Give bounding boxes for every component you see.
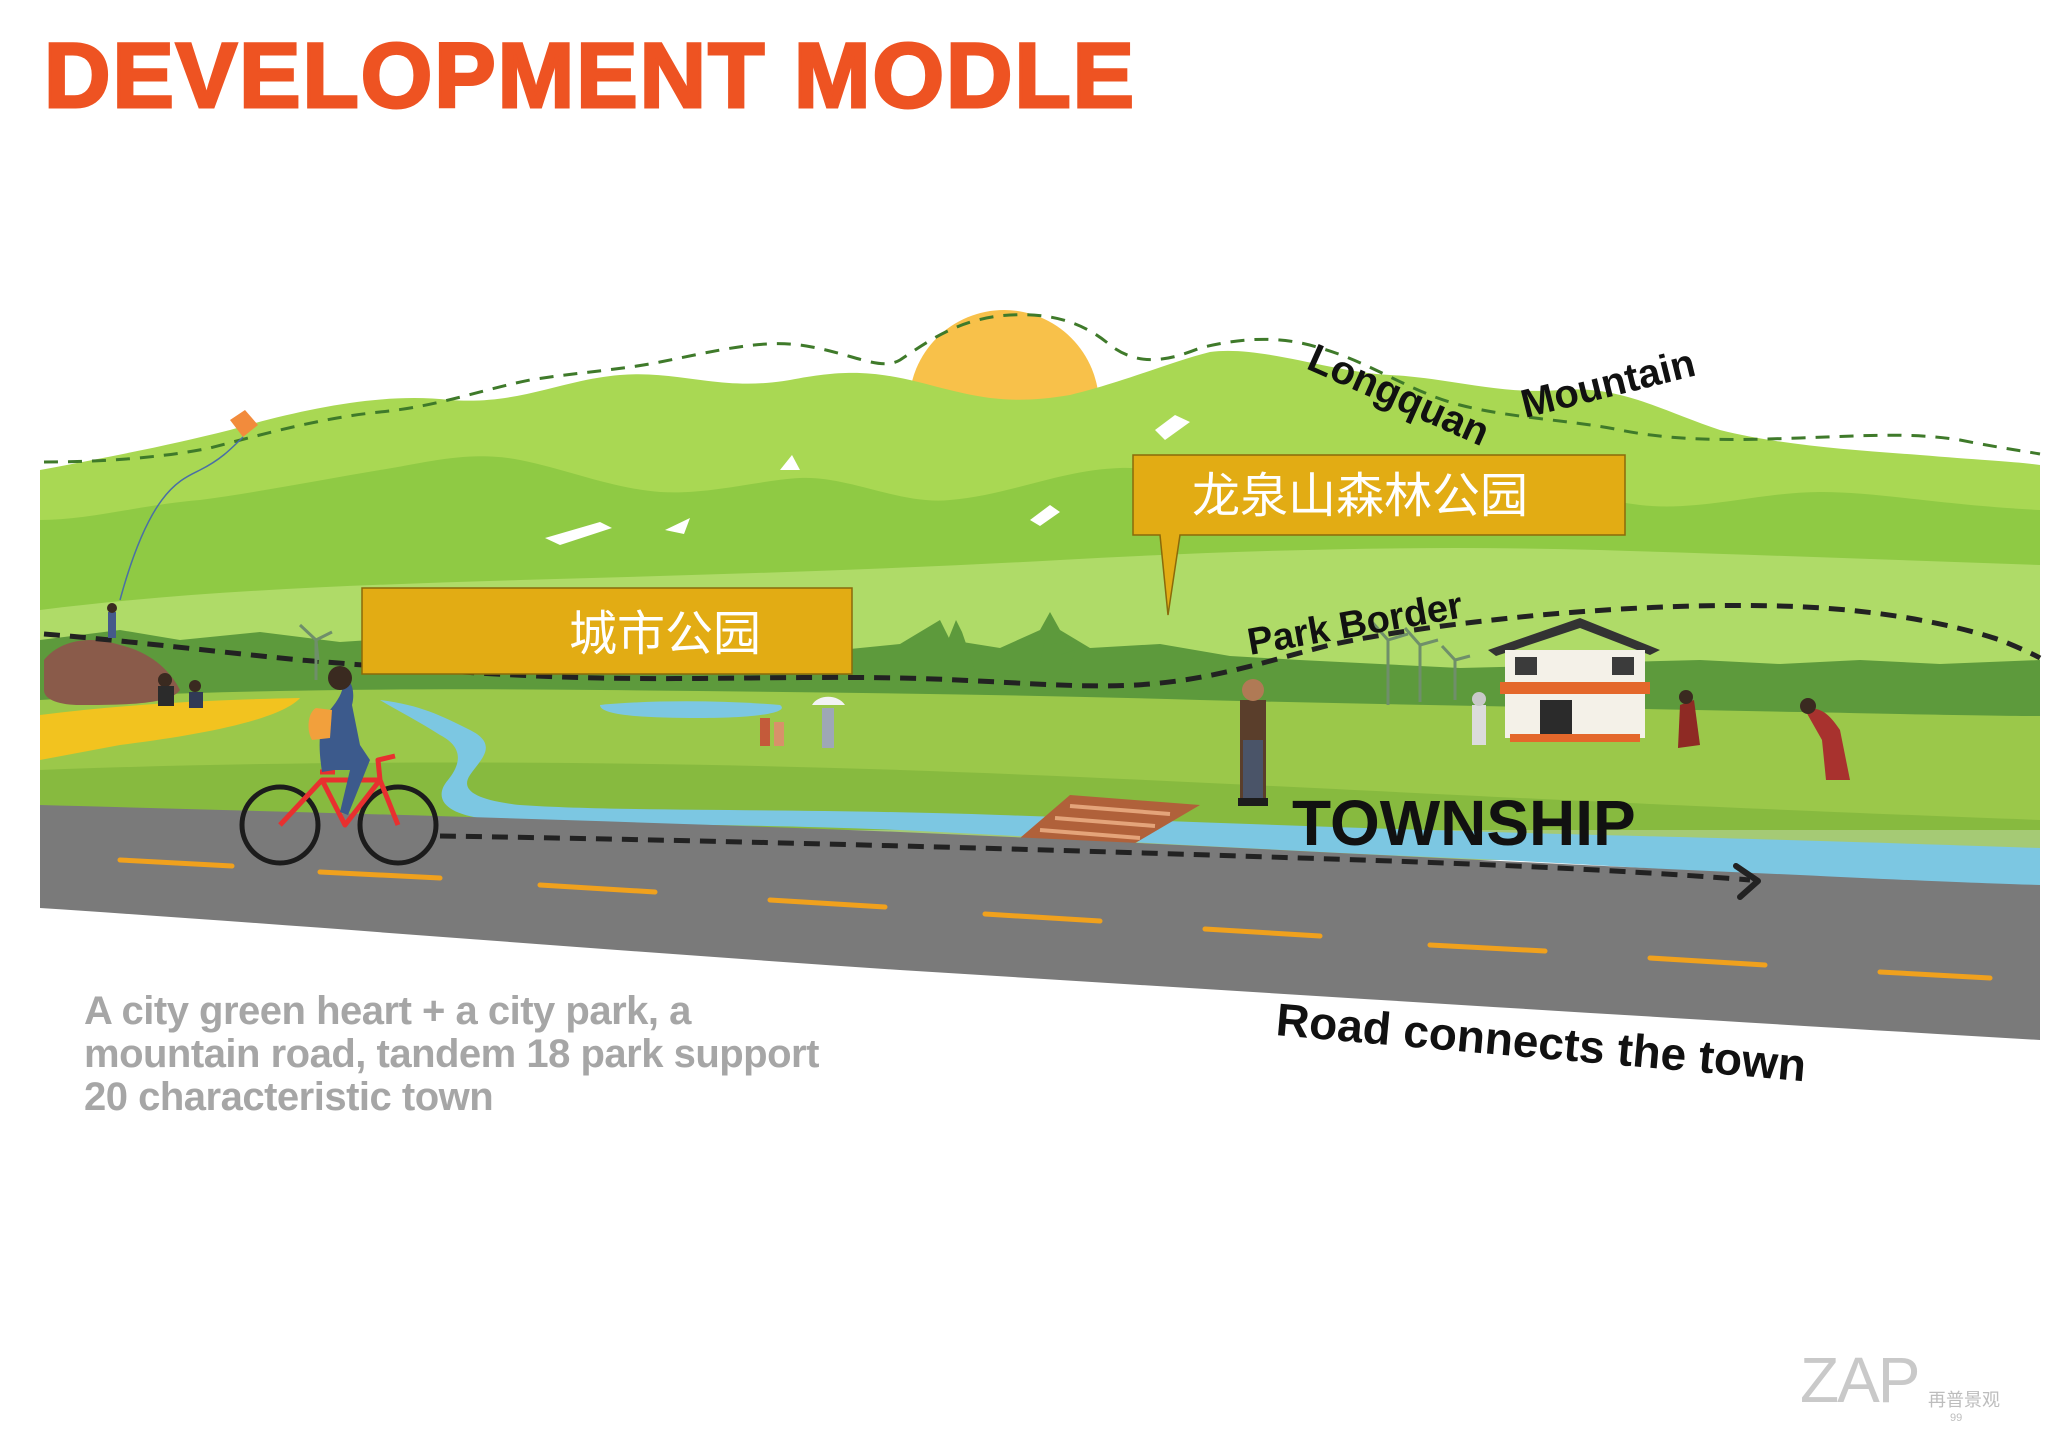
park-border-line [43, 602, 2042, 689]
person-hiker [107, 603, 117, 638]
city-park-callout: 城市公园 [361, 587, 853, 675]
brand-logo: ZAP 再普景观 99 [1800, 1348, 2030, 1428]
river [380, 700, 2040, 895]
mountain-dashed-outline [43, 313, 2041, 464]
road [40, 805, 2040, 1040]
kite-icon [119, 410, 258, 601]
description: A city green heart + a city park, a moun… [84, 990, 944, 1119]
river-pond [600, 701, 782, 718]
page-title: DEVELOPMENT MODLE [42, 25, 1137, 127]
rock-outcrop [44, 640, 180, 705]
wind-turbine-icon [298, 621, 1471, 705]
yellow-field [40, 698, 300, 760]
road-center-dashes [117, 857, 1993, 981]
cyclist-figure [319, 679, 370, 815]
logo-chinese-name: 再普景观 [1928, 1390, 2000, 1411]
person-villager [1472, 692, 1486, 745]
house-icon [1488, 618, 1660, 742]
bridge-icon [1020, 795, 1200, 852]
township-label: TOWNSHIP [1292, 787, 1636, 859]
people-figures [107, 603, 1850, 806]
description-line-1: A city green heart + a city park, a [84, 989, 691, 1033]
person-resting-group [158, 673, 203, 708]
pagoda-silhouettes [935, 620, 1075, 670]
page-number: 99 [1950, 1412, 1963, 1424]
bicycle-icon [239, 666, 439, 866]
snow-patches [545, 415, 1190, 545]
person-monk [1238, 679, 1268, 806]
arrow-icon [1733, 863, 1761, 900]
description-line-3: 20 characteristic town [84, 1075, 494, 1119]
forest-park-callout: 龙泉山森林公园 [1132, 454, 1626, 616]
person-red-robe [1678, 690, 1700, 748]
forest-park-label: 龙泉山森林公园 [1192, 468, 1528, 524]
person-children [760, 718, 784, 746]
city-park-label: 城市公园 [569, 606, 761, 662]
route-arrow [439, 833, 1761, 900]
person-farmer [1800, 698, 1850, 780]
logo-mark: ZAP [1800, 1344, 1920, 1416]
description-line-2: mountain road, tandem 18 park support [84, 1032, 819, 1076]
person-with-umbrella [812, 696, 845, 748]
